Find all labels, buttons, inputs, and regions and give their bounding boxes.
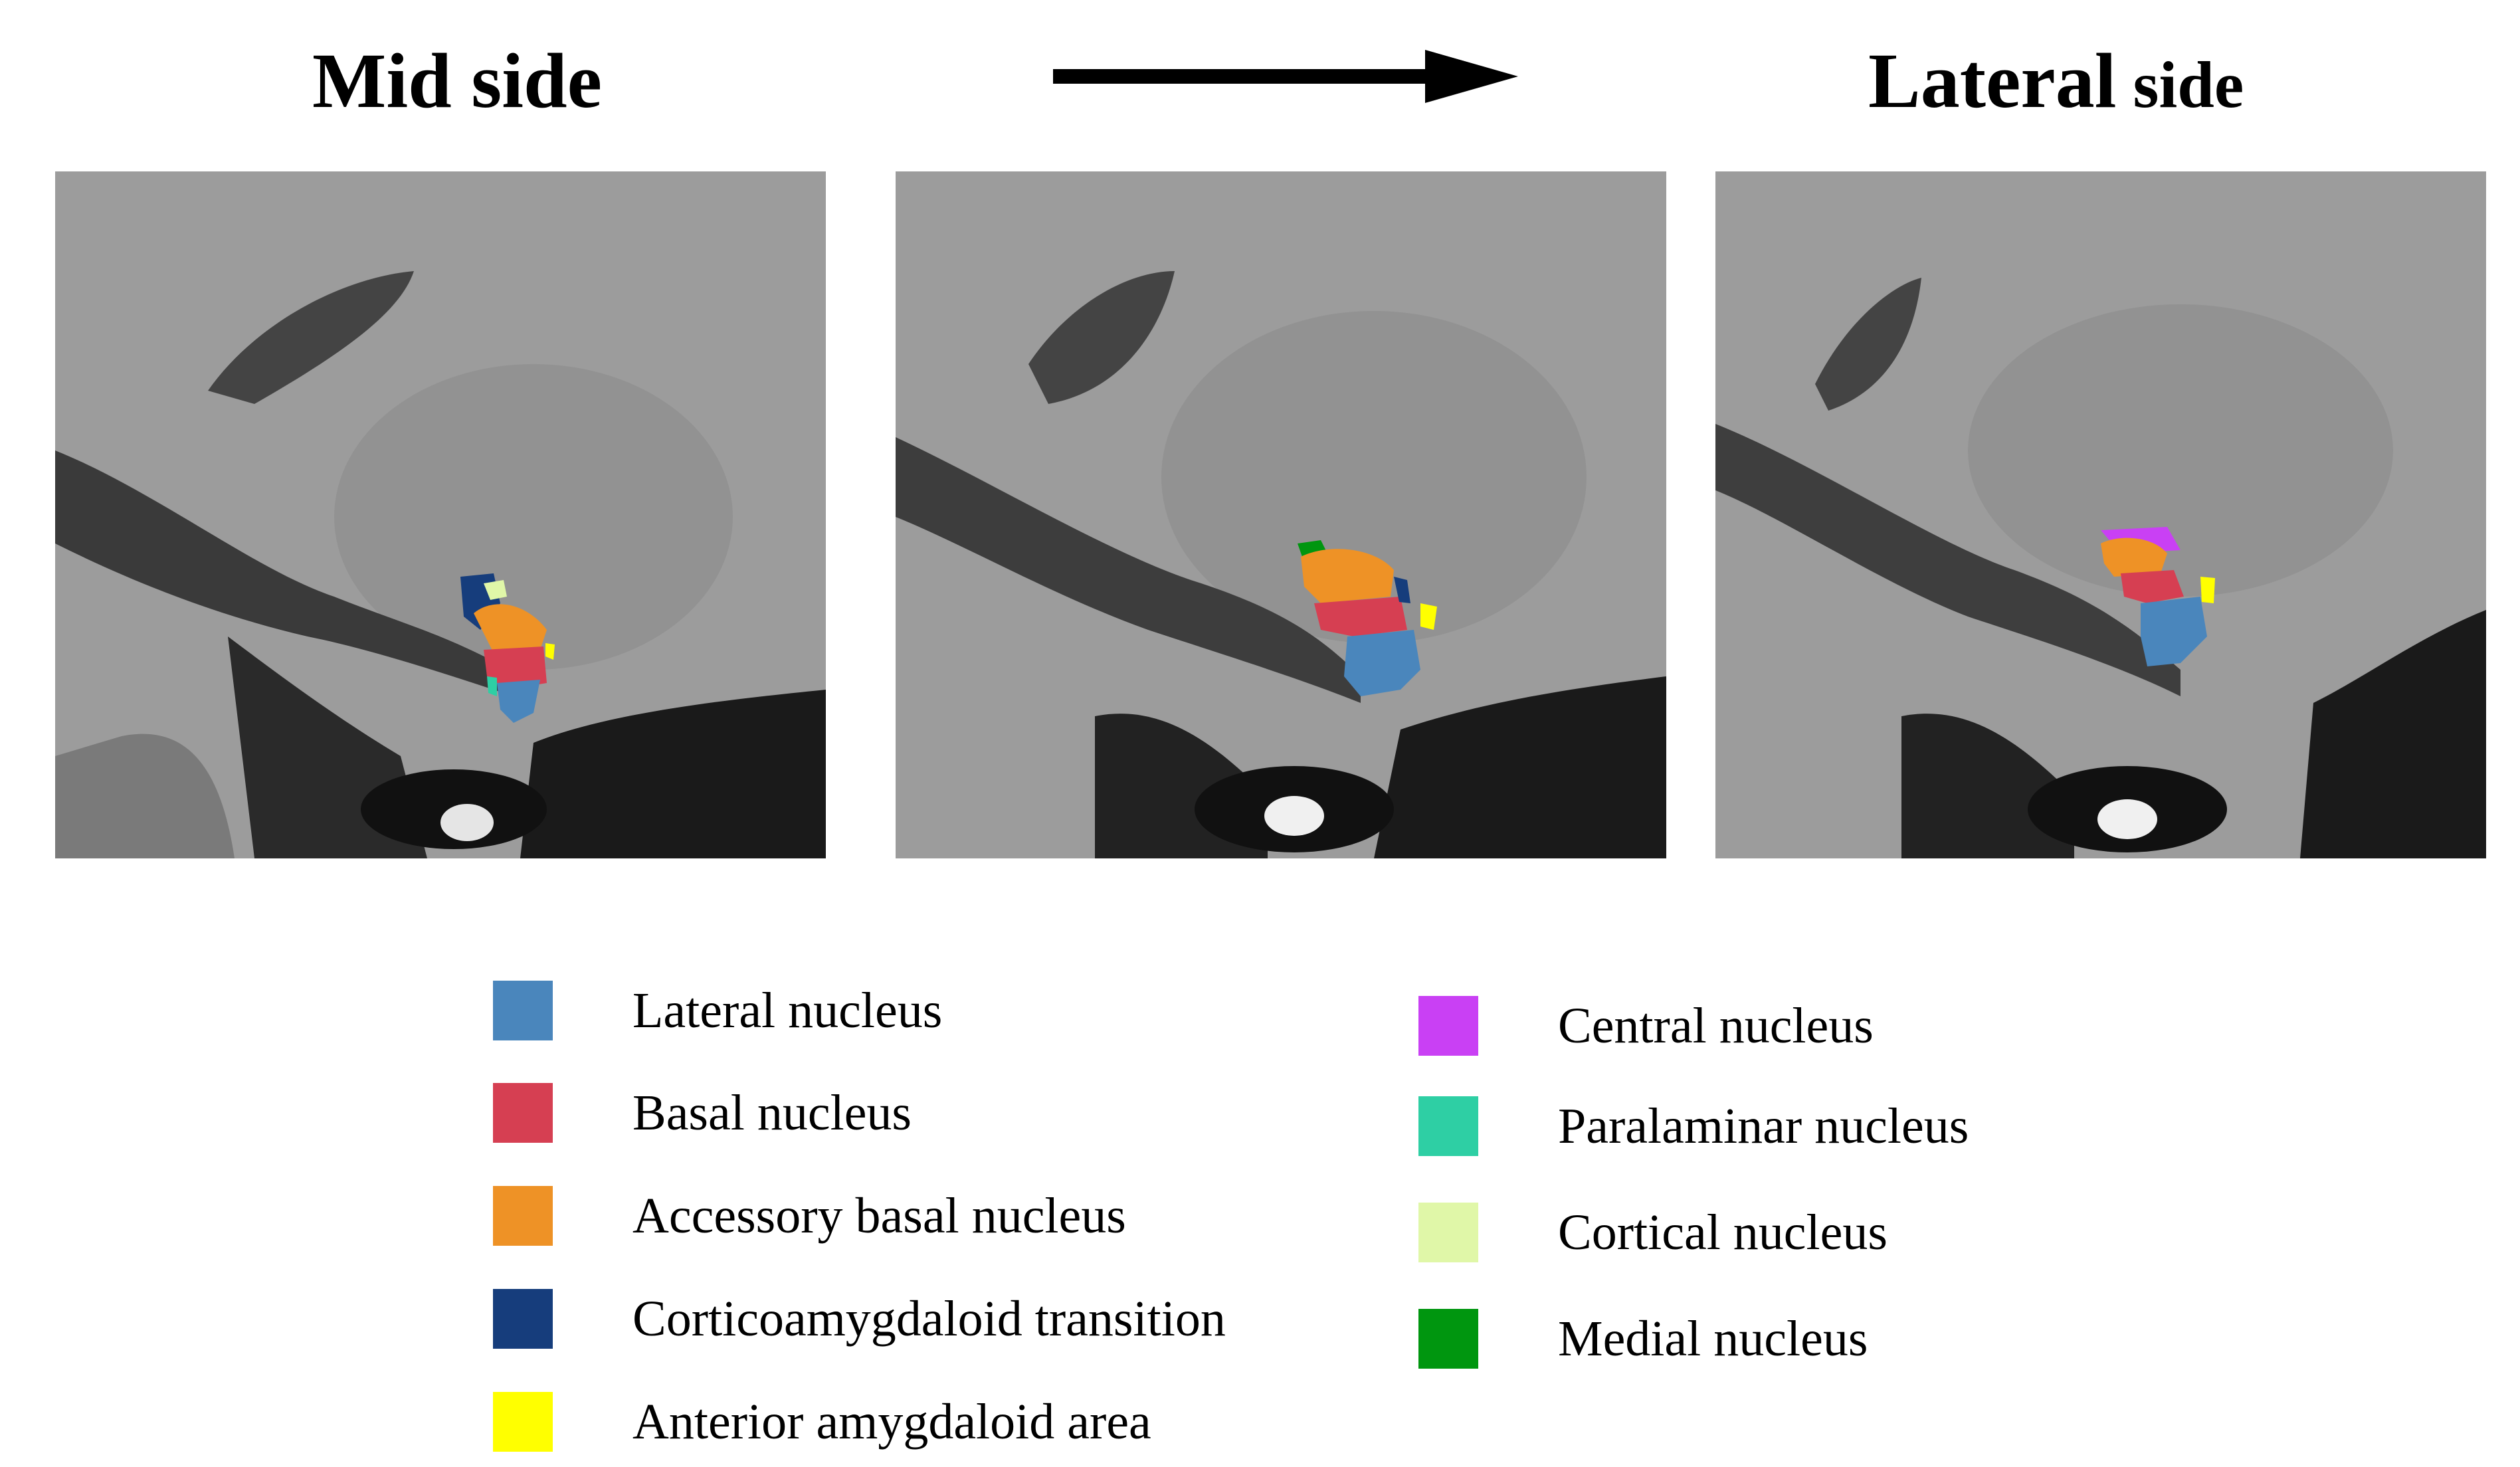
legend-label: Central nucleus xyxy=(1558,998,1874,1054)
legend-label: Anterior amygdaloid area xyxy=(632,1394,1151,1450)
legend-item-paralaminar-nucleus: Paralaminar nucleus xyxy=(1418,1093,1969,1159)
legend-swatch xyxy=(493,1083,553,1143)
mri-slice-mid xyxy=(55,171,826,858)
mri-slice-lateral xyxy=(1715,171,2486,858)
direction-arrow-icon xyxy=(1053,50,1518,103)
legend-label: Paralaminar nucleus xyxy=(1558,1098,1969,1154)
legend-label: Cortical nucleus xyxy=(1558,1205,1888,1260)
title-lateral-word: Lateral xyxy=(1868,37,2117,124)
legend-item-medial-nucleus: Medial nucleus xyxy=(1418,1306,1868,1372)
legend-item-lateral-nucleus: Lateral nucleus xyxy=(493,977,942,1044)
legend-label: Lateral nucleus xyxy=(632,983,943,1038)
legend-item-corticoamygdaloid-transition: Corticoamygdaloid transition xyxy=(493,1286,1226,1352)
legend-label: Medial nucleus xyxy=(1558,1311,1868,1367)
legend-label: Basal nucleus xyxy=(632,1085,912,1141)
legend-swatch xyxy=(493,1289,553,1349)
title-mid-side: Mid side xyxy=(312,37,602,124)
legend-item-basal-nucleus: Basal nucleus xyxy=(493,1080,912,1146)
legend-swatch xyxy=(1418,1096,1478,1156)
legend-item-cortical-nucleus: Cortical nucleus xyxy=(1418,1199,1888,1266)
legend-swatch xyxy=(1418,1203,1478,1262)
legend-swatch xyxy=(493,981,553,1040)
legend-swatch xyxy=(1418,1309,1478,1369)
legend-label: Corticoamygdaloid transition xyxy=(632,1291,1226,1347)
title-side-word: side xyxy=(2116,48,2244,122)
title-lateral-side: Lateral side xyxy=(1868,35,2244,128)
mri-slice-middle xyxy=(896,171,1666,858)
legend-swatch xyxy=(493,1392,553,1452)
legend-label: Accessory basal nucleus xyxy=(632,1188,1126,1244)
legend-swatch xyxy=(1418,996,1478,1056)
legend-item-central-nucleus: Central nucleus xyxy=(1418,993,1874,1059)
legend-item-anterior-amygdaloid-area: Anterior amygdaloid area xyxy=(493,1389,1151,1455)
legend-swatch xyxy=(493,1186,553,1246)
legend-item-accessory-basal-nucleus: Accessory basal nucleus xyxy=(493,1183,1126,1249)
